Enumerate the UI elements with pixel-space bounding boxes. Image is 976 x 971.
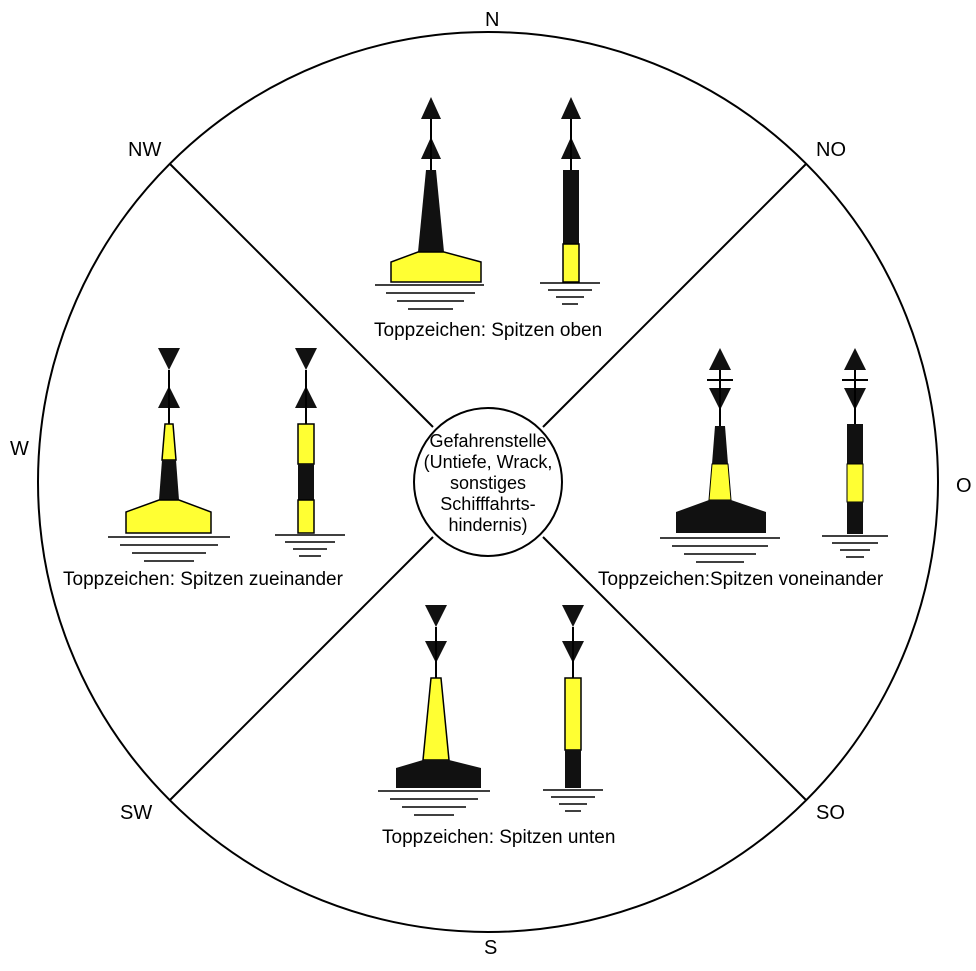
east-topmark-upper-cone (709, 348, 731, 370)
south-topmark-upper-cone (425, 605, 447, 627)
east-spar (822, 348, 888, 558)
north-spar-yellow (562, 243, 580, 283)
center-line-2: (Untiefe, Wrack, (423, 452, 553, 472)
south-buoy (378, 605, 490, 816)
compass-no-label: NO (816, 139, 846, 161)
center-line-1: Gefahrenstelle (429, 431, 547, 451)
west-buoy (108, 348, 230, 562)
north-spar-black (563, 170, 579, 244)
divider-so (542, 536, 807, 801)
east-caption: Toppzeichen:Spitzen voneinander (598, 569, 884, 590)
compass-nw-label: NW (128, 139, 162, 161)
north-buoy-base-yellow (390, 251, 482, 283)
center-line-5: hindernis) (448, 515, 528, 535)
east-buoy-base-black (676, 500, 766, 533)
center-line-3: sonstiges (449, 473, 527, 493)
north-buoy-upper-black (418, 170, 444, 252)
north-spar (540, 97, 600, 305)
divider-sw (169, 536, 434, 801)
divider-no (542, 163, 807, 428)
north-topmark-upper-cone (421, 97, 441, 119)
south-buoy-base-black (396, 760, 481, 788)
west-spar (275, 348, 345, 557)
north-buoy (375, 97, 484, 310)
west-topmark-upper-cone (158, 348, 180, 370)
compass-w-label: W (10, 438, 29, 460)
divider-nw (169, 163, 434, 428)
compass-so-label: SO (816, 802, 845, 824)
north-caption: Toppzeichen: Spitzen oben (374, 320, 603, 341)
center-circle (413, 407, 563, 557)
west-buoy-base-yellow (125, 499, 212, 534)
south-spar (543, 605, 603, 812)
compass-n-label: N (485, 9, 500, 31)
center-hazard-text: Gefahrenstelle (Untiefe, Wrack, sonstige… (413, 431, 563, 536)
east-buoy (660, 348, 780, 563)
compass-s-label: S (484, 937, 498, 959)
center-line-4: Schifffahrts- (440, 494, 536, 514)
west-caption: Toppzeichen: Spitzen zueinander (63, 569, 343, 590)
compass-o-label: O (956, 475, 972, 497)
compass-sw-label: SW (120, 802, 153, 824)
south-caption: Toppzeichen: Spitzen unten (382, 827, 616, 848)
